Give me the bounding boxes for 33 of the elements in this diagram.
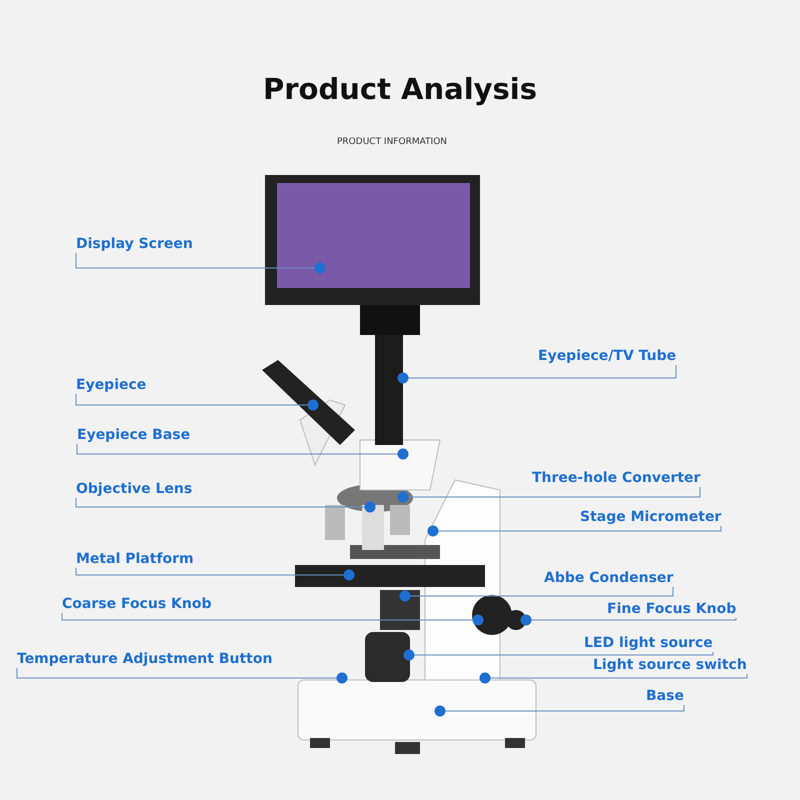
part-label: Eyepiece xyxy=(76,377,146,394)
part-label: Three-hole Converter xyxy=(532,470,700,487)
knob-drawing xyxy=(506,610,526,630)
leader-line xyxy=(480,672,748,684)
title: Product Analysis xyxy=(263,72,537,106)
part-label: Light source switch xyxy=(593,657,747,674)
leader-line xyxy=(398,486,700,502)
part-label: Display Screen xyxy=(76,236,193,253)
leader-line xyxy=(400,586,674,602)
leader-line xyxy=(404,650,714,660)
leader-line xyxy=(62,612,484,626)
part-label: Fine Focus Knob xyxy=(607,601,736,618)
part-label: Objective Lens xyxy=(76,481,192,498)
leader-line xyxy=(520,614,736,626)
part-label: Temperature Adjustment Button xyxy=(17,651,272,668)
leader-line xyxy=(76,568,354,580)
part-label: Metal Platform xyxy=(76,551,194,568)
part-label: Base xyxy=(646,688,684,705)
leader-line xyxy=(76,394,318,410)
leader-line xyxy=(16,668,348,684)
part-label: Eyepiece/TV Tube xyxy=(538,348,676,365)
leader-line xyxy=(76,252,326,274)
leader-line xyxy=(428,526,722,536)
subtitle: PRODUCT INFORMATION xyxy=(337,137,448,147)
leader-line xyxy=(434,704,684,716)
leader-line xyxy=(76,444,408,460)
leader-line xyxy=(398,364,676,384)
part-label: Abbe Condenser xyxy=(544,570,674,587)
part-label: Stage Micrometer xyxy=(580,509,722,526)
leader-line xyxy=(76,498,376,512)
part-label: Eyepiece Base xyxy=(77,427,190,444)
part-label: LED light source xyxy=(584,635,713,652)
part-label: Coarse Focus Knob xyxy=(62,596,212,613)
